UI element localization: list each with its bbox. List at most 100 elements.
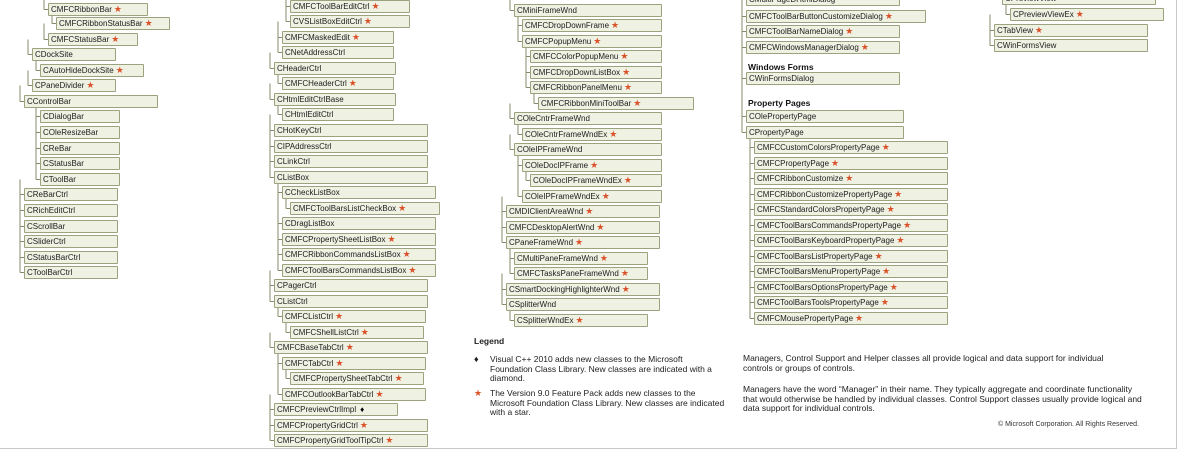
class-node-label: CMFCToolBarsToolsPropertyPage — [757, 298, 879, 307]
star-icon: ★ — [335, 311, 344, 321]
class-node-label: CWinFormsDialog — [749, 74, 814, 83]
legend-title: Legend — [474, 336, 505, 346]
class-node-label: CMFCTasksPaneFrameWnd — [517, 269, 619, 278]
class-node: COleDocIPFrameWndEx★ — [530, 174, 662, 187]
class-node: CPropertyPage — [746, 126, 904, 139]
star-icon: ★ — [575, 237, 584, 247]
class-node: CMFCRibbonCustomize★ — [754, 172, 948, 185]
star-icon: ★ — [621, 284, 630, 294]
class-node-label: CMFCToolBarsKeyboardPropertyPage — [757, 236, 895, 245]
class-node-label: CMFCHeaderCtrl — [285, 79, 347, 88]
class-node: CMFCToolBarEditCtrl★ — [290, 0, 410, 13]
class-node-label: CMFCRibbonMiniToolBar — [541, 99, 632, 108]
class-node-label: CStatusBar — [43, 159, 84, 168]
class-node-label: CReBar — [43, 144, 72, 153]
class-node-label: COleIPFrameWndEx — [525, 192, 600, 201]
class-node: COleIPFrameWndEx★ — [522, 190, 662, 203]
star-icon: ★ — [880, 297, 889, 307]
class-node: CScrollBar — [24, 220, 118, 233]
class-node-label: CRichEditCtrl — [27, 206, 76, 215]
class-node: CMFCTabCtrl★ — [282, 357, 426, 370]
class-node-label: CControlBar — [27, 97, 72, 106]
class-node: CMFCToolBarsCommandsPropertyPage★ — [754, 219, 948, 232]
star-icon: ★ — [86, 80, 95, 90]
class-node: CHeaderCtrl — [274, 62, 396, 75]
class-node: CMFCRibbonMiniToolBar★ — [538, 97, 694, 110]
class-node-label: CMFCPreviewCtrlImpl — [277, 405, 357, 414]
star-icon: ★ — [609, 129, 618, 139]
star-icon: ★ — [398, 203, 407, 213]
class-node-label: CMFCShellListCtrl — [293, 328, 359, 337]
class-node: CMFCToolBarsMenuPropertyPage★ — [754, 265, 948, 278]
class-node: CMFCStandardColorsPropertyPage★ — [754, 203, 948, 216]
class-node-label: CLinkCtrl — [277, 157, 310, 166]
class-node-label: CVSListBoxEditCtrl — [293, 17, 362, 26]
class-node: CMFCDesktopAlertWnd★ — [506, 221, 660, 234]
class-node-label: CPropertyPage — [749, 128, 804, 137]
class-node: COleCntrFrameWndEx★ — [522, 128, 662, 141]
class-node: CMFCPropertySheetListBox★ — [282, 233, 436, 246]
class-node: CMFCToolBarsListPropertyPage★ — [754, 250, 948, 263]
class-node: CSmartDockingHighlighterWnd★ — [506, 283, 660, 296]
class-node-label: CMFCPropertyGridCtrl — [277, 421, 358, 430]
class-node-label: CAutoHideDockSite — [43, 66, 114, 75]
star-icon: ★ — [884, 11, 893, 21]
class-node-label: CSmartDockingHighlighterWnd — [509, 285, 620, 294]
star-icon: ★ — [115, 65, 124, 75]
class-node: CLinkCtrl — [274, 155, 428, 168]
class-node: CListBox — [274, 171, 428, 184]
class-node: CMiniFrameWnd — [514, 4, 662, 17]
class-node-label: CMFCPropertyGridToolTipCtrl — [277, 436, 384, 445]
class-node-label: CMFCRibbonCommandsListBox — [285, 250, 401, 259]
class-node-label: CListBox — [277, 173, 310, 182]
star-icon: ★ — [623, 175, 632, 185]
class-node: CDragListBox — [282, 217, 436, 230]
star-icon: ★ — [375, 389, 384, 399]
star-icon: ★ — [896, 235, 905, 245]
star-icon: ★ — [623, 82, 633, 92]
star-icon: ★ — [474, 388, 483, 398]
star-icon: ★ — [371, 1, 380, 11]
class-node-label: CToolBar — [43, 175, 76, 184]
class-node: CMFCPropertyGridCtrl★ — [274, 419, 428, 432]
class-node: CMFCMaskedEdit★ — [282, 31, 394, 44]
class-node: COleIPFrameWnd — [514, 143, 662, 156]
legend-star-text: The Version 9.0 Feature Pack adds new cl… — [490, 388, 725, 417]
class-node-label: CMFCOutlookBarTabCtrl — [285, 390, 374, 399]
class-node: CMFCToolBarsListCheckBox★ — [290, 202, 440, 215]
star-icon: ★ — [1034, 25, 1043, 35]
class-node-label: CMultiPageDHtmlDialog — [749, 0, 835, 4]
class-node-label: CDockSite — [35, 50, 73, 59]
class-node-label: COlePropertyPage — [749, 112, 817, 121]
star-icon: ★ — [385, 435, 394, 445]
class-node-label: CHtmlEditCtrlBase — [277, 95, 344, 104]
class-node: CPaneFrameWnd★ — [506, 236, 660, 249]
star-icon: ★ — [611, 20, 620, 30]
class-node: CMFCPreviewCtrlImpl♦ — [274, 403, 398, 416]
class-node: CMFCRibbonPanelMenu★ — [530, 81, 662, 94]
class-node-label: CDragListBox — [285, 219, 335, 228]
class-node: CMFCPopupMenu★ — [522, 35, 662, 48]
class-node-label: CMFCDropDownFrame — [525, 21, 610, 30]
class-node: CStatusBarCtrl — [24, 251, 118, 264]
class-node: CMultiPaneFrameWnd★ — [514, 252, 648, 265]
star-icon: ★ — [620, 51, 629, 61]
star-icon: ★ — [363, 16, 372, 26]
class-node: CMFCStatusBar★ — [48, 33, 138, 46]
star-icon: ★ — [881, 142, 890, 152]
copyright: © Microsoft Corporation. All Rights Rese… — [998, 421, 1139, 428]
page-border — [0, 0, 1177, 449]
star-icon: ★ — [351, 32, 360, 42]
class-node-label: COleCntrFrameWnd — [517, 114, 590, 123]
class-node-label: CMFCWindowsManagerDialog — [749, 43, 859, 52]
class-node: CMFCHeaderCtrl★ — [282, 77, 394, 90]
class-node-label: CMFCStatusBar — [51, 35, 110, 44]
class-node-label: CHotKeyCtrl — [277, 126, 322, 135]
class-node-label: CMFCToolBarsListCheckBox — [293, 204, 397, 213]
class-node: CListCtrl — [274, 295, 428, 308]
class-node: CToolBarCtrl — [24, 266, 118, 279]
class-node-label: CMFCRibbonCustomize — [757, 174, 844, 183]
class-node: CReBarCtrl — [24, 188, 118, 201]
star-icon: ★ — [144, 18, 153, 28]
class-node-label: CMFCPopupMenu — [525, 37, 592, 46]
